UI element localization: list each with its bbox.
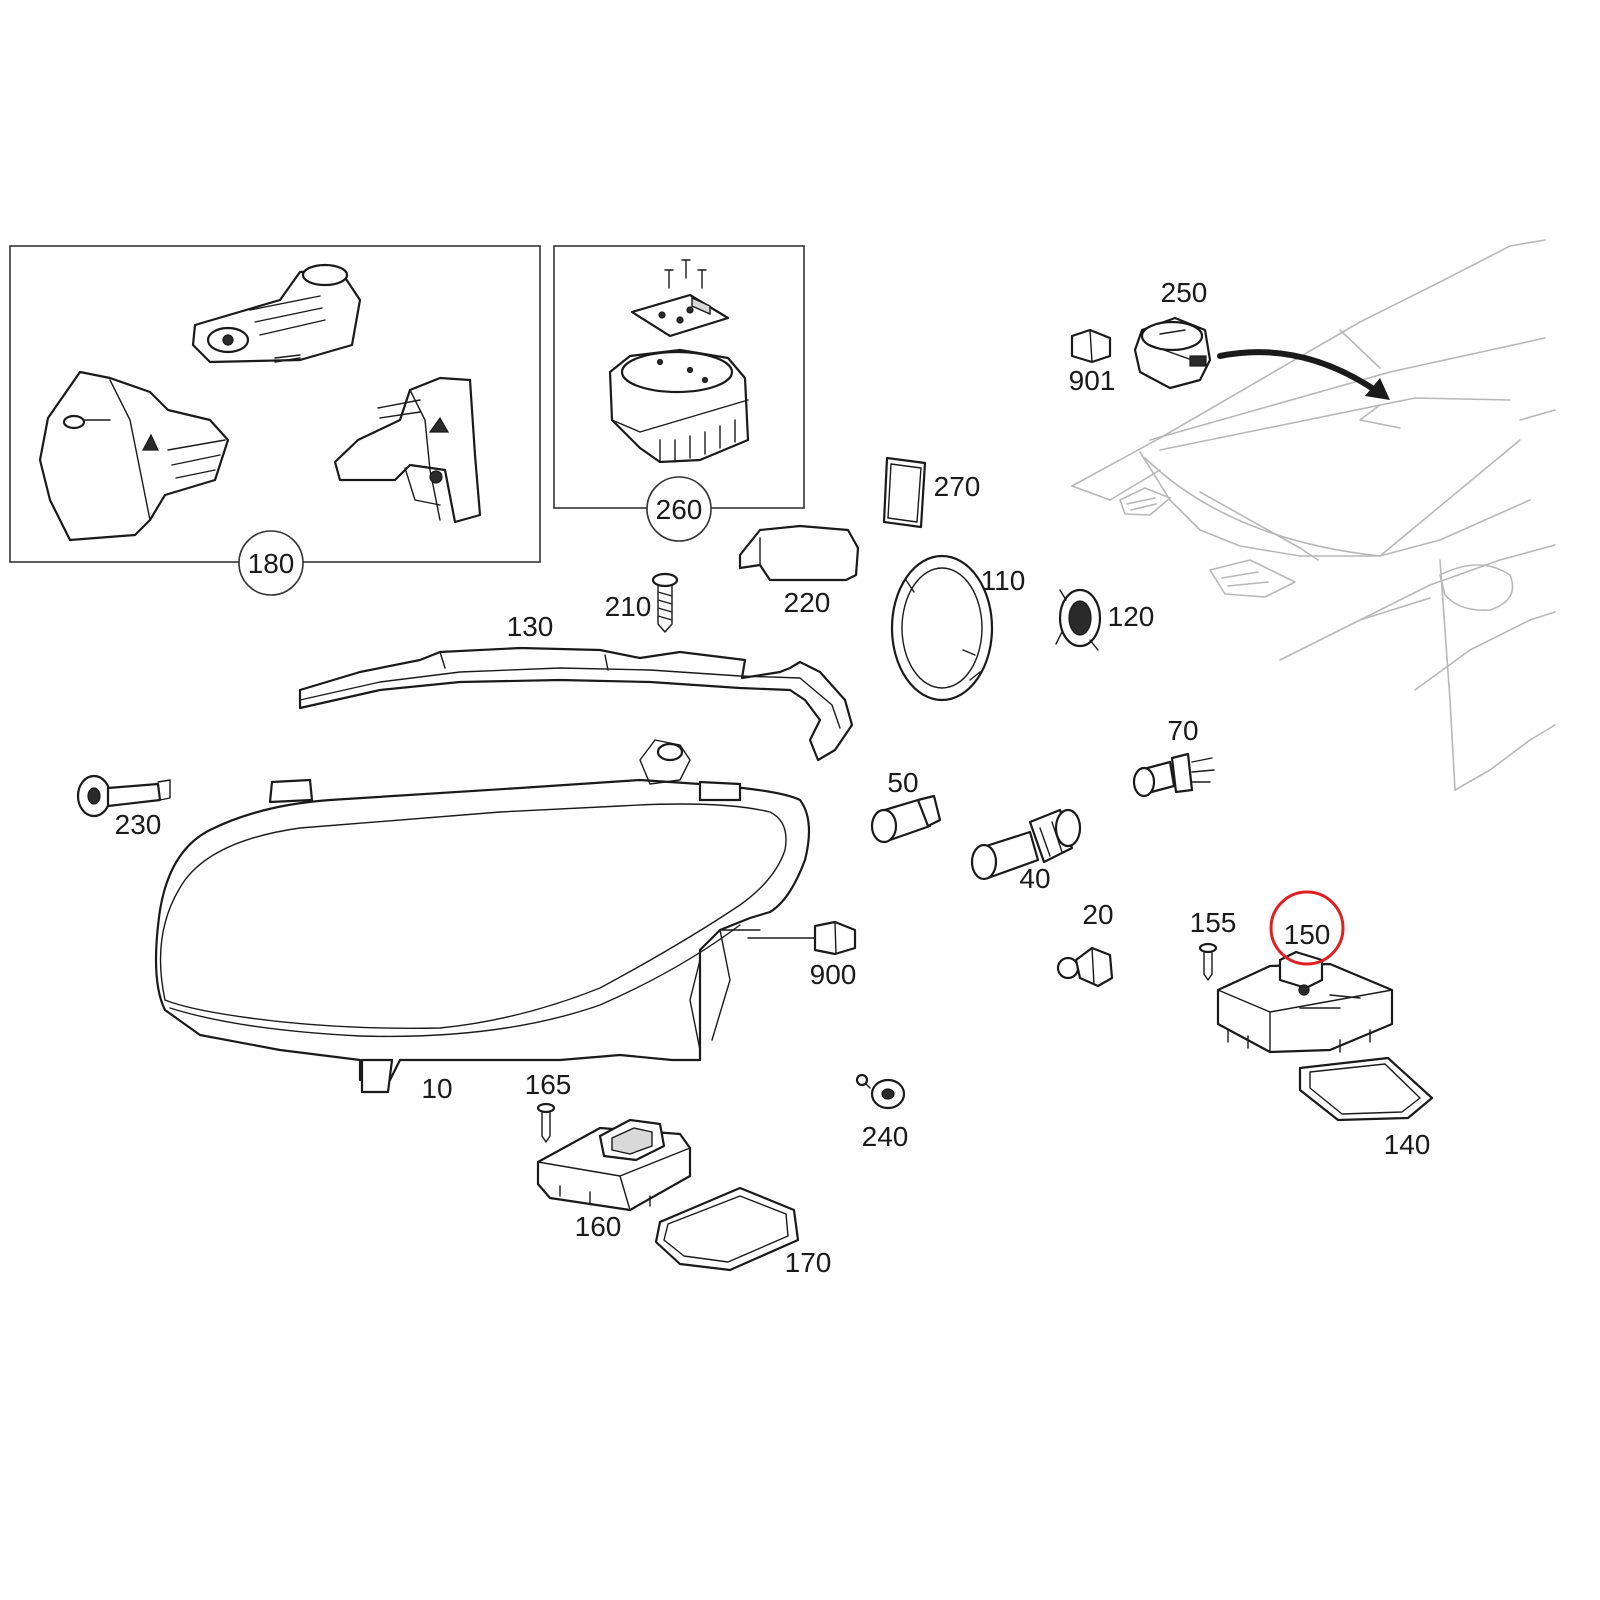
label-270: 270	[934, 471, 981, 502]
label-240: 240	[862, 1121, 909, 1152]
arrow-to-car	[1217, 349, 1390, 400]
bracket-part-left	[38, 370, 230, 542]
part-270-gasket	[882, 456, 927, 529]
label-20: 20	[1082, 899, 1113, 930]
part-140-gasket	[1298, 1056, 1434, 1122]
label-40: 40	[1019, 863, 1050, 894]
label-70: 70	[1167, 715, 1198, 746]
car-body-outline	[1071, 239, 1556, 791]
label-900: 900	[810, 959, 857, 990]
label-220: 220	[784, 587, 831, 618]
part-210-screw	[651, 572, 679, 633]
label-10: 10	[421, 1073, 452, 1104]
part-250-sensor	[1133, 316, 1212, 390]
label-120: 120	[1108, 601, 1155, 632]
label-140: 140	[1384, 1129, 1431, 1160]
label-130: 130	[507, 611, 554, 642]
part-170-gasket	[654, 1186, 800, 1272]
label-155: 155	[1190, 907, 1237, 938]
part-10-headlamp	[154, 739, 811, 1094]
part-165-screw	[536, 1102, 556, 1143]
label-160: 160	[575, 1211, 622, 1242]
group-label-180: 180	[248, 548, 295, 579]
part-220-cover	[738, 524, 860, 582]
label-150: 150	[1284, 919, 1331, 950]
part-160-control-unit	[536, 1118, 692, 1212]
label-210: 210	[605, 591, 652, 622]
part-130-trim-strip	[298, 646, 854, 762]
part-20-holder	[1056, 946, 1114, 988]
bracket-part-right	[333, 376, 482, 524]
label-50: 50	[887, 767, 918, 798]
part-901-connector	[1070, 328, 1112, 364]
part-50-bulb	[870, 794, 942, 844]
part-240-bolt	[855, 1073, 906, 1110]
label-165: 165	[525, 1069, 572, 1100]
highlight-circle-150	[1269, 890, 1345, 966]
part-120-socket	[1055, 588, 1102, 651]
label-250: 250	[1161, 277, 1208, 308]
label-230: 230	[115, 809, 162, 840]
part-110-ring	[890, 554, 994, 702]
part-155-screw	[1198, 942, 1218, 981]
circuit-board	[630, 293, 730, 338]
label-170: 170	[785, 1247, 832, 1278]
part-900-connector	[747, 920, 857, 956]
callout-labels: 250 901 270 110 120 210 220 130 70 50 40…	[115, 277, 1431, 1278]
control-unit-260	[608, 348, 750, 464]
label-901: 901	[1069, 365, 1116, 396]
part-40-bulb	[970, 808, 1082, 881]
group-box-260: 260	[553, 245, 805, 542]
part-150-control-unit	[1216, 950, 1394, 1054]
group-label-260: 260	[656, 494, 703, 525]
label-110: 110	[981, 565, 1026, 596]
part-70-bulb	[1132, 752, 1215, 798]
bracket-part-top	[191, 263, 362, 364]
part-230-bolt	[76, 774, 171, 818]
group-box-180: 180	[9, 245, 541, 596]
screws-260	[664, 259, 707, 289]
